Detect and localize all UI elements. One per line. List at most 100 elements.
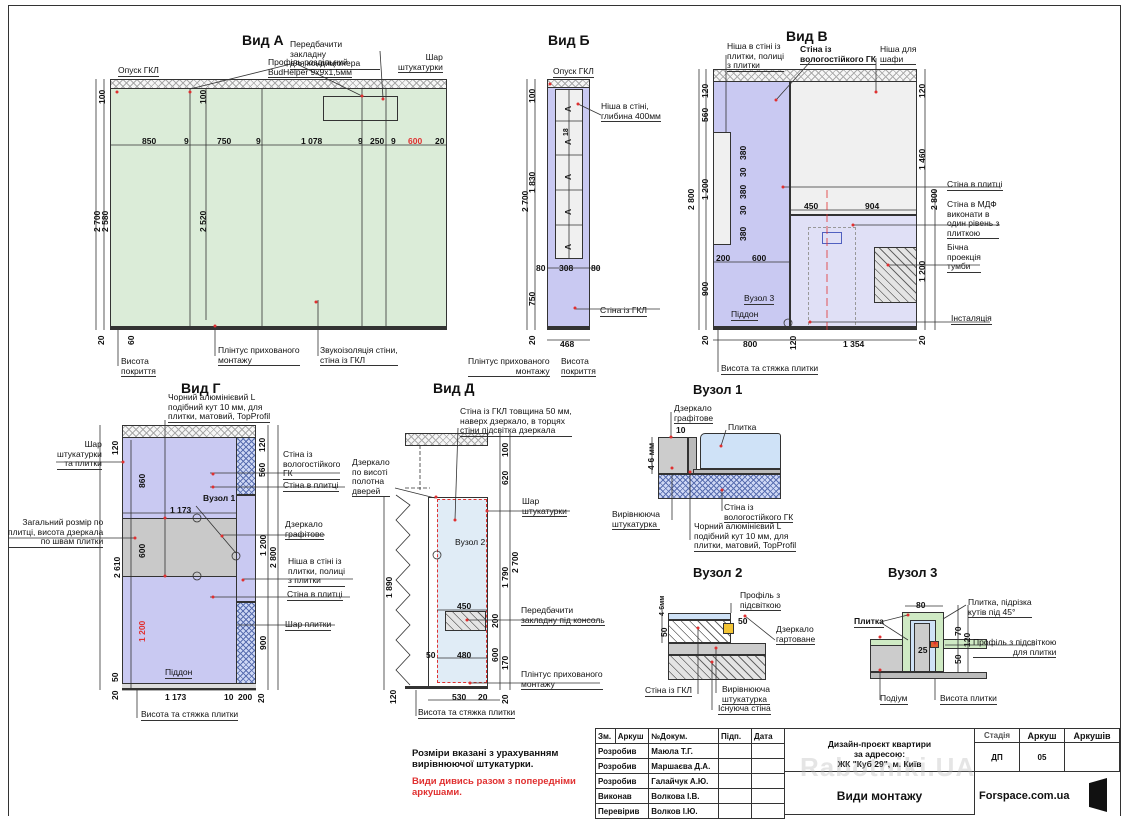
dim: 50 <box>426 650 436 660</box>
dim: 9 <box>184 136 189 146</box>
project-title: Дизайн-проєкт квартири за адресою: ЖК "К… <box>784 728 975 772</box>
node-1-mirror-label: Дзеркало графітове <box>674 403 714 424</box>
role-cell: Перевірив <box>594 803 650 819</box>
view-d-floor <box>405 686 488 689</box>
dim: 250 <box>370 136 385 146</box>
view-v-tray-label: Піддон <box>731 309 759 321</box>
view-d-gkl-label: Стіна із ГКЛ товщина 50 мм, наверх дзерк… <box>460 406 572 437</box>
view-v-tiled-label: Стіна в плитці <box>947 179 1003 191</box>
node-2-title: Вузол 2 <box>693 565 743 580</box>
node-2-existing-wall <box>668 655 766 680</box>
node-2-gkl <box>668 620 731 643</box>
view-v-niche <box>713 132 731 245</box>
view-v-title: Вид В <box>786 28 828 44</box>
watermark: Rabotniki.UA <box>800 752 976 782</box>
sheet-number: 05 <box>1020 743 1065 772</box>
role-cell: Розробив <box>594 773 650 789</box>
dim: 200 <box>238 692 253 702</box>
node-3-tilecut-label: Плитка, підрізка кутів під 45° <box>968 597 1032 618</box>
view-d-door-mirror-label: Дзеркало по висоті полотна дверей <box>352 457 390 497</box>
view-a-floor-label: Висота покриття <box>121 356 156 377</box>
view-d-console-mount <box>445 611 486 631</box>
dim: 600 <box>408 136 423 146</box>
node-3-profile <box>930 641 939 648</box>
view-b-plinth-label: Плінтус прихованого монтажу <box>468 356 550 377</box>
view-b-gkl-label: Опуск ГКЛ <box>553 66 594 78</box>
dim: 800 <box>743 339 758 349</box>
view-a-plaster-label: Шар штукатурки <box>398 52 443 73</box>
role-cell: Виконав <box>594 788 650 804</box>
dim: 904 <box>865 201 880 211</box>
view-g-tile-strip-bottom <box>236 602 256 690</box>
node-1-title: Вузол 1 <box>693 382 743 397</box>
dim: 9 <box>358 136 363 146</box>
view-a-wall <box>110 88 447 330</box>
view-b-gkl-wall-label: Стіна із ГКЛ <box>600 305 647 317</box>
view-g-overall-label: Загальний розмір по плитці, висота дзерк… <box>8 517 104 548</box>
view-g-tile-strip-top <box>236 437 256 495</box>
dim: 9 <box>256 136 261 146</box>
node-3-podium-label: Подіум <box>880 693 908 705</box>
node-1-adhesive <box>693 469 781 474</box>
view-g-niche-label: Ніша в стіні із плитки, полиці з плитки <box>288 556 346 587</box>
node-1-tile <box>700 433 781 469</box>
node-2-mirror-label: Дзеркало гартоване <box>776 624 816 645</box>
view-d-title: Вид Д <box>433 380 475 396</box>
node-3-tileheight-label: Висота плитки <box>940 693 997 705</box>
view-g-tiled2-label: Стіна в плитці <box>287 589 343 601</box>
node-2-existing-label: Існуюча стіна <box>718 703 771 715</box>
view-d-floor-label: Висота та стяжка плитки <box>418 707 516 719</box>
dim: 468 <box>560 339 575 349</box>
node-2-profile <box>723 623 734 634</box>
dim: 20 <box>478 692 488 702</box>
dim: 600 <box>752 253 767 263</box>
view-v-niche-label: Ніша в стіні із плитки, полиці з плитки <box>727 41 785 72</box>
view-a-floor <box>110 326 447 330</box>
view-v-floor <box>713 326 917 330</box>
name-cell: Галайчук А.Ю. <box>648 773 719 789</box>
dim: 10 <box>676 425 686 435</box>
dim: 200 <box>716 253 731 263</box>
view-v-mdf-label: Стіна в МДФ виконати в один рівень з пли… <box>947 199 1000 239</box>
drawing-frame <box>8 5 1121 816</box>
view-g-tray-label: Піддон <box>165 667 193 679</box>
dim: 25 <box>918 645 928 655</box>
view-g-tiled-label: Стіна в плитці <box>283 480 339 492</box>
view-g-tile-layer-label: Шар плитки <box>285 619 332 631</box>
note-dimensions: Розміри вказані з урахуванням вирівнюючо… <box>412 748 559 770</box>
stage-label: Стадія <box>975 728 1020 743</box>
view-a-soundproof-label: Звукоізоляція стіни, стіна із ГКЛ <box>320 345 398 366</box>
dim: 9 <box>391 136 396 146</box>
header-cell: Аркуш <box>614 728 650 744</box>
node-3-tile-label: Плитка <box>854 616 884 628</box>
node-1-alu-label: Чорний алюмінієвий L подібний кут 10 мм,… <box>694 521 797 552</box>
view-a-ac-label: Передбачити закладну для кондиціонера <box>290 39 380 70</box>
view-a-title: Вид А <box>242 32 284 48</box>
view-d-console-label: Передбачити закладну під консоль <box>521 605 605 626</box>
node-1-alu-corner <box>688 437 697 474</box>
dim: 1 173 <box>170 505 192 515</box>
view-b-floor <box>547 326 590 330</box>
view-d-node2-label: Вузол 2 <box>455 537 486 547</box>
dim: 50 <box>738 616 748 626</box>
view-g-plaster-label: Шар штукатурки та плитки <box>57 439 102 470</box>
view-a-gkl-label: Опуск ГКЛ <box>118 65 159 77</box>
view-b-floor-label: Висота покриття <box>561 356 596 377</box>
header-cell: Зм. <box>595 728 616 744</box>
node-1-gk-wall <box>658 474 781 499</box>
dim: 1 078 <box>301 136 323 146</box>
dim: 10 <box>224 692 234 702</box>
view-v-flush-button <box>822 232 842 244</box>
view-d-plaster-label: Шар штукатурки <box>522 496 567 517</box>
node-3-core <box>914 623 930 672</box>
note-see-previous: Види дивись разом з попередніми аркушами… <box>412 776 576 798</box>
view-v-node3-label: Вузол 3 <box>744 293 775 305</box>
view-g-floor-label: Висота та стяжка плитки <box>141 709 239 721</box>
name-cell: Маюла Т.Г. <box>648 743 719 759</box>
dim: 480 <box>457 650 472 660</box>
sheet-label: Аркуш <box>1020 728 1065 743</box>
view-v-wardrobe-label: Ніша для шафи <box>880 44 917 65</box>
dim: 80 <box>536 263 546 273</box>
view-v-floor-label: Висота та стяжка плитки <box>721 363 819 375</box>
